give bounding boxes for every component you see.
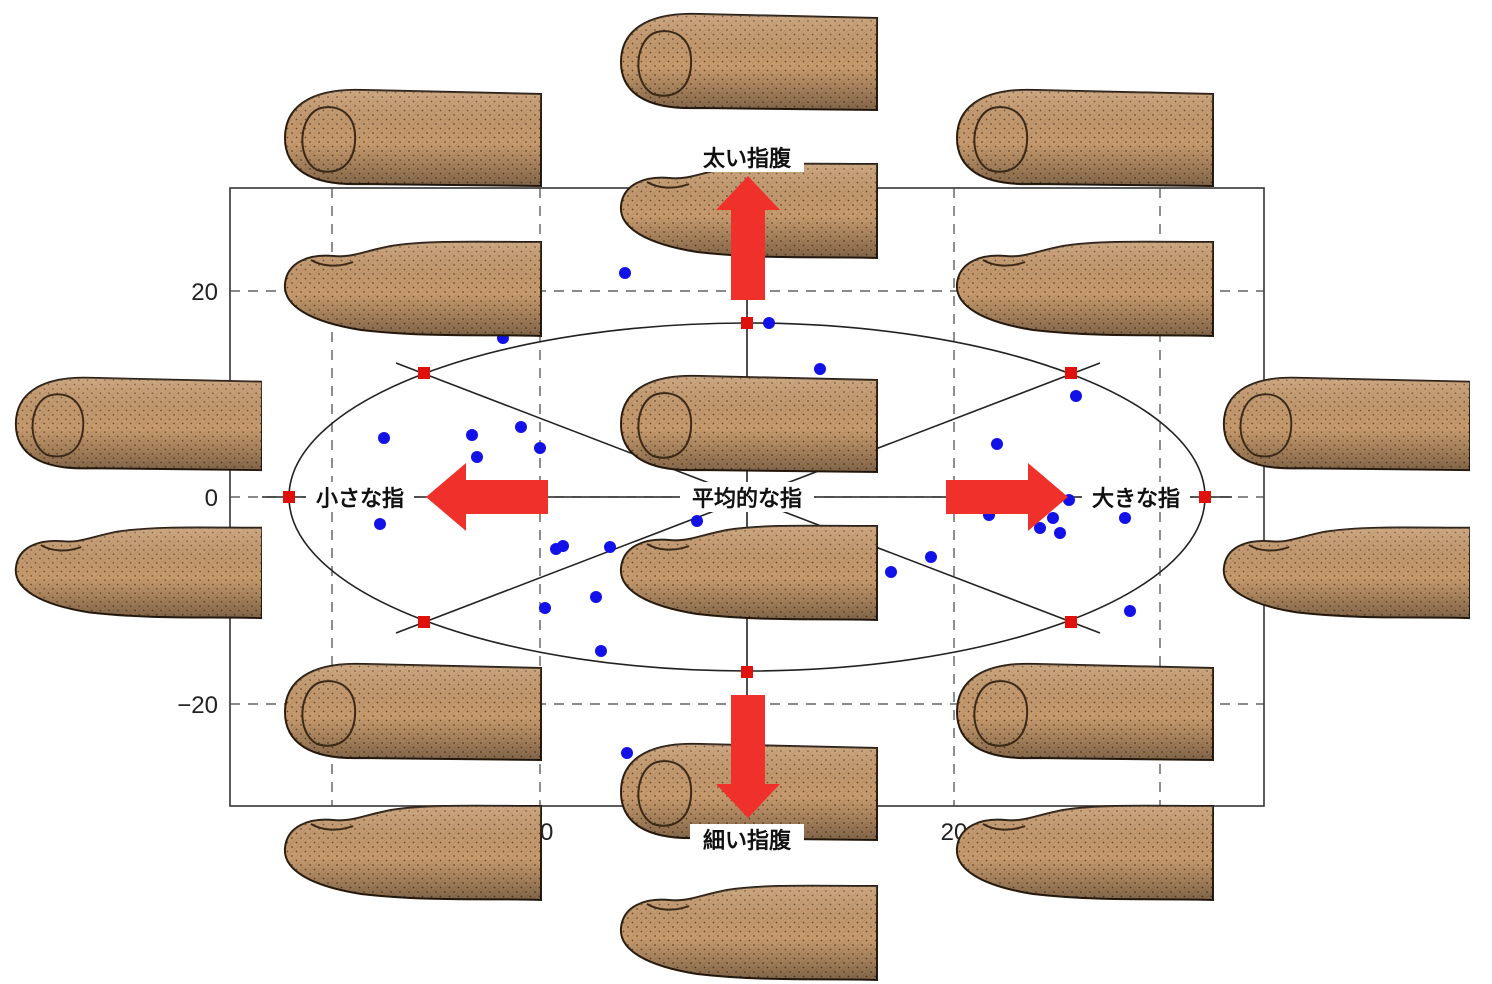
data-point bbox=[1034, 522, 1046, 534]
data-point bbox=[590, 591, 602, 603]
arrow-down-icon bbox=[716, 695, 780, 818]
data-point bbox=[763, 317, 775, 329]
finger-3d-mesh-icon bbox=[14, 526, 262, 620]
red-square-marker-icon bbox=[741, 317, 753, 329]
data-point bbox=[378, 432, 390, 444]
red-square-marker-icon bbox=[1199, 491, 1211, 503]
data-point bbox=[885, 566, 897, 578]
data-point bbox=[471, 451, 483, 463]
arrow-up-icon bbox=[716, 176, 780, 300]
finger-3d-mesh-icon bbox=[619, 374, 878, 474]
data-point bbox=[621, 747, 633, 759]
label-left: 小さな指 bbox=[306, 482, 414, 512]
red-square-marker-icon bbox=[1065, 616, 1077, 628]
data-point bbox=[557, 540, 569, 552]
data-point bbox=[534, 442, 546, 454]
data-point bbox=[1047, 512, 1059, 524]
y-tick-0: 0 bbox=[205, 485, 218, 512]
data-point bbox=[515, 421, 527, 433]
y-tick-minus-20: −20 bbox=[177, 692, 218, 719]
data-point bbox=[595, 645, 607, 657]
svg-text:細い指腹: 細い指腹 bbox=[703, 828, 792, 854]
data-point bbox=[1054, 527, 1066, 539]
label-bottom: 細い指腹 bbox=[690, 824, 804, 854]
y-tick-20: 20 bbox=[191, 279, 218, 306]
finger-3d-mesh-icon bbox=[283, 240, 542, 338]
label-center: 平均的な指 bbox=[680, 482, 814, 512]
data-point bbox=[539, 602, 551, 614]
svg-text:大きな指: 大きな指 bbox=[1092, 487, 1180, 512]
data-point bbox=[1119, 512, 1131, 524]
red-square-marker-icon bbox=[418, 367, 430, 379]
svg-text:平均的な指: 平均的な指 bbox=[692, 486, 802, 512]
svg-text:太い指腹: 太い指腹 bbox=[703, 146, 792, 172]
finger-3d-mesh-icon bbox=[1222, 526, 1470, 620]
data-point bbox=[925, 551, 937, 563]
finger-3d-mesh-icon bbox=[955, 88, 1214, 188]
finger-3d-mesh-icon bbox=[955, 804, 1214, 902]
finger-3d-mesh-icon bbox=[619, 524, 878, 622]
finger-3d-mesh-icon bbox=[283, 804, 542, 902]
data-point bbox=[691, 515, 703, 527]
data-point bbox=[619, 267, 631, 279]
red-square-marker-icon bbox=[418, 616, 430, 628]
finger-3d-mesh-icon bbox=[955, 240, 1214, 338]
arrow-right-icon bbox=[946, 463, 1068, 531]
arrow-left-icon bbox=[426, 463, 548, 531]
red-square-marker-icon bbox=[741, 666, 753, 678]
finger-3d-mesh-icon bbox=[283, 88, 542, 188]
finger-3d-mesh-icon bbox=[283, 662, 542, 762]
finger-3d-mesh-icon bbox=[619, 884, 878, 982]
red-square-marker-icon bbox=[283, 491, 295, 503]
label-right: 大きな指 bbox=[1082, 482, 1190, 512]
sample-points bbox=[374, 267, 1136, 759]
data-point bbox=[604, 541, 616, 553]
data-point bbox=[991, 438, 1003, 450]
shape-markers bbox=[283, 317, 1211, 678]
data-point bbox=[374, 518, 386, 530]
data-point bbox=[814, 363, 826, 375]
finger-3d-mesh-icon bbox=[1222, 376, 1470, 472]
finger-3d-mesh-icon bbox=[955, 662, 1214, 762]
red-square-marker-icon bbox=[1065, 367, 1077, 379]
data-point bbox=[466, 429, 478, 441]
finger-3d-mesh-icon bbox=[14, 376, 262, 472]
finger-3d-mesh-icon bbox=[619, 12, 878, 112]
data-point bbox=[1124, 605, 1136, 617]
label-top: 太い指腹 bbox=[690, 142, 804, 172]
svg-text:小さな指: 小さな指 bbox=[316, 487, 404, 512]
data-point bbox=[1070, 390, 1082, 402]
